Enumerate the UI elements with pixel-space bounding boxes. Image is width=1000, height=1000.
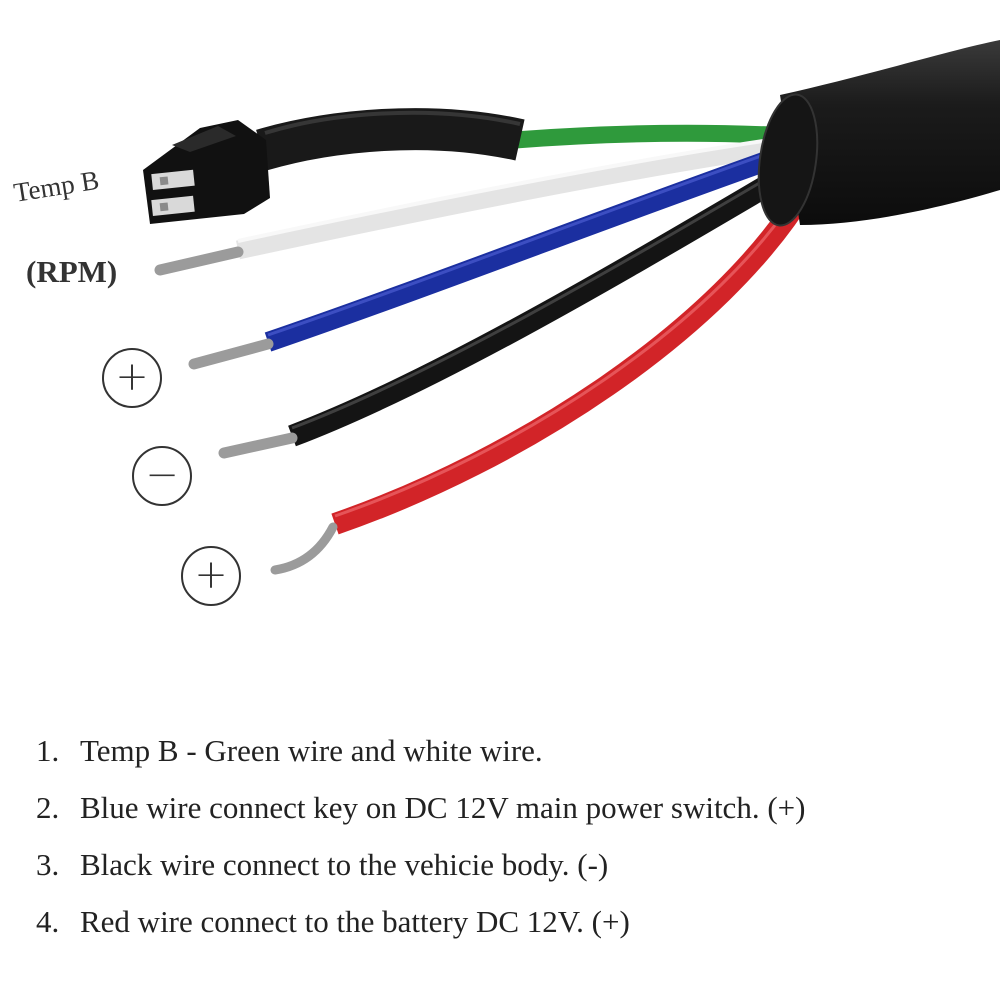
plus-circle-icon: + — [102, 348, 162, 408]
item-text: Blue wire connect key on DC 12V main pow… — [80, 790, 806, 825]
item-text: Red wire connect to the battery DC 12V. … — [80, 904, 630, 939]
item-text: Black wire connect to the vehicie body. … — [80, 847, 609, 882]
instruction-list: 1. Temp B - Green wire and white wire. 2.… — [36, 722, 805, 950]
connector-housing — [143, 120, 270, 224]
plus-circle-icon: + — [181, 546, 241, 606]
blue-wire — [264, 148, 779, 352]
item-number: 4. — [36, 904, 60, 939]
minus-circle-icon: − — [132, 446, 192, 506]
item-number: 3. — [36, 847, 60, 882]
red-wire-terminal — [270, 522, 338, 575]
cable-sheath — [757, 40, 1000, 227]
item-number: 1. — [36, 733, 60, 768]
list-item: 1. Temp B - Green wire and white wire. — [36, 722, 805, 779]
list-item: 3. Black wire connect to the vehicie body… — [36, 836, 805, 893]
list-item: 4. Red wire connect to the battery DC 12V… — [36, 893, 805, 950]
black-wire-terminal — [218, 432, 298, 459]
rpm-label: (RPM) — [26, 254, 118, 289]
item-number: 2. — [36, 790, 60, 825]
black-wire — [288, 165, 791, 447]
list-item: 2. Blue wire connect key on DC 12V main p… — [36, 779, 805, 836]
white-wire-terminal — [154, 246, 244, 276]
white-wire — [235, 138, 772, 260]
blue-wire-terminal — [188, 338, 274, 370]
red-wire — [331, 184, 815, 535]
green-wire — [506, 124, 779, 149]
connector-cable — [256, 108, 525, 171]
item-text: Temp B - Green wire and white wire. — [80, 733, 543, 768]
wiring-diagram — [143, 40, 1000, 575]
